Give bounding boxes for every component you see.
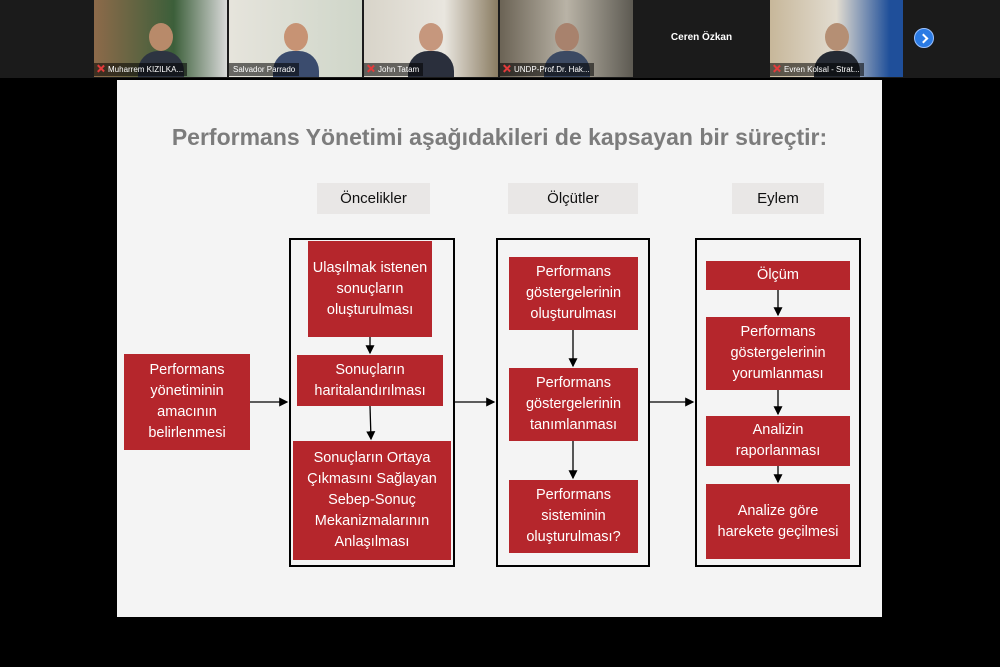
flow-box: Sonuçların Ortaya Çıkmasını Sağlayan Seb… (293, 441, 451, 560)
participant-tile[interactable]: Salvador Parrado (229, 0, 362, 77)
participant-strip: Muharrem KIZILKA... Salvador Parrado Joh… (0, 0, 1000, 78)
participant-name: Muharrem KIZILKA... (108, 65, 184, 74)
slide-title: Performans Yönetimi aşağıdakileri de kap… (171, 124, 828, 150)
flow-box: Performans sisteminin oluşturulması? (509, 480, 638, 553)
next-page-button[interactable] (914, 28, 934, 48)
flow-box: Analize göre harekete geçilmesi (706, 484, 850, 559)
participant-video (408, 21, 454, 77)
column-header-oncelikler: Öncelikler (317, 183, 430, 214)
mic-muted-icon (97, 65, 104, 72)
mic-muted-icon (503, 65, 510, 72)
mic-muted-icon (367, 65, 374, 72)
participant-tile[interactable]: Evren Kolsal - Strat... (770, 0, 903, 77)
participant-name: Evren Kolsal - Strat... (784, 65, 860, 74)
start-box: Performans yönetiminin amacının belirlen… (124, 354, 250, 450)
participant-tile[interactable]: UNDP-Prof.Dr. Hak... (500, 0, 633, 77)
column-header-olcutler: Ölçütler (508, 183, 638, 214)
participant-name: John Tatam (378, 65, 420, 74)
column-header-eylem: Eylem (732, 183, 824, 214)
flow-box: Performans göstergelerinin tanımlanması (509, 368, 638, 441)
flow-arrows (250, 290, 783, 484)
flow-box: Analizin raporlanması (706, 416, 850, 466)
flow-box: Performans göstergelerinin yorumlanması (706, 317, 850, 390)
flow-box: Performans göstergelerinin oluşturulması (509, 257, 638, 330)
participant-name: UNDP-Prof.Dr. Hak... (514, 65, 590, 74)
flow-box: Ulaşılmak istenen sonuçların oluşturulma… (308, 241, 432, 337)
participant-tile[interactable]: Muharrem KIZILKA... (94, 0, 227, 77)
participant-tile[interactable]: John Tatam (364, 0, 498, 77)
mic-muted-icon (773, 65, 780, 72)
participant-tile[interactable]: Ceren Özkan (635, 0, 768, 77)
arrow-down (366, 405, 376, 441)
participant-name: Salvador Parrado (233, 65, 296, 74)
participant-name: Ceren Özkan (670, 32, 733, 43)
flow-box: Ölçüm (706, 261, 850, 290)
shared-slide: Performans Yönetimi aşağıdakileri de kap… (117, 80, 882, 617)
flow-box: Sonuçların haritalandırılması (297, 355, 443, 406)
